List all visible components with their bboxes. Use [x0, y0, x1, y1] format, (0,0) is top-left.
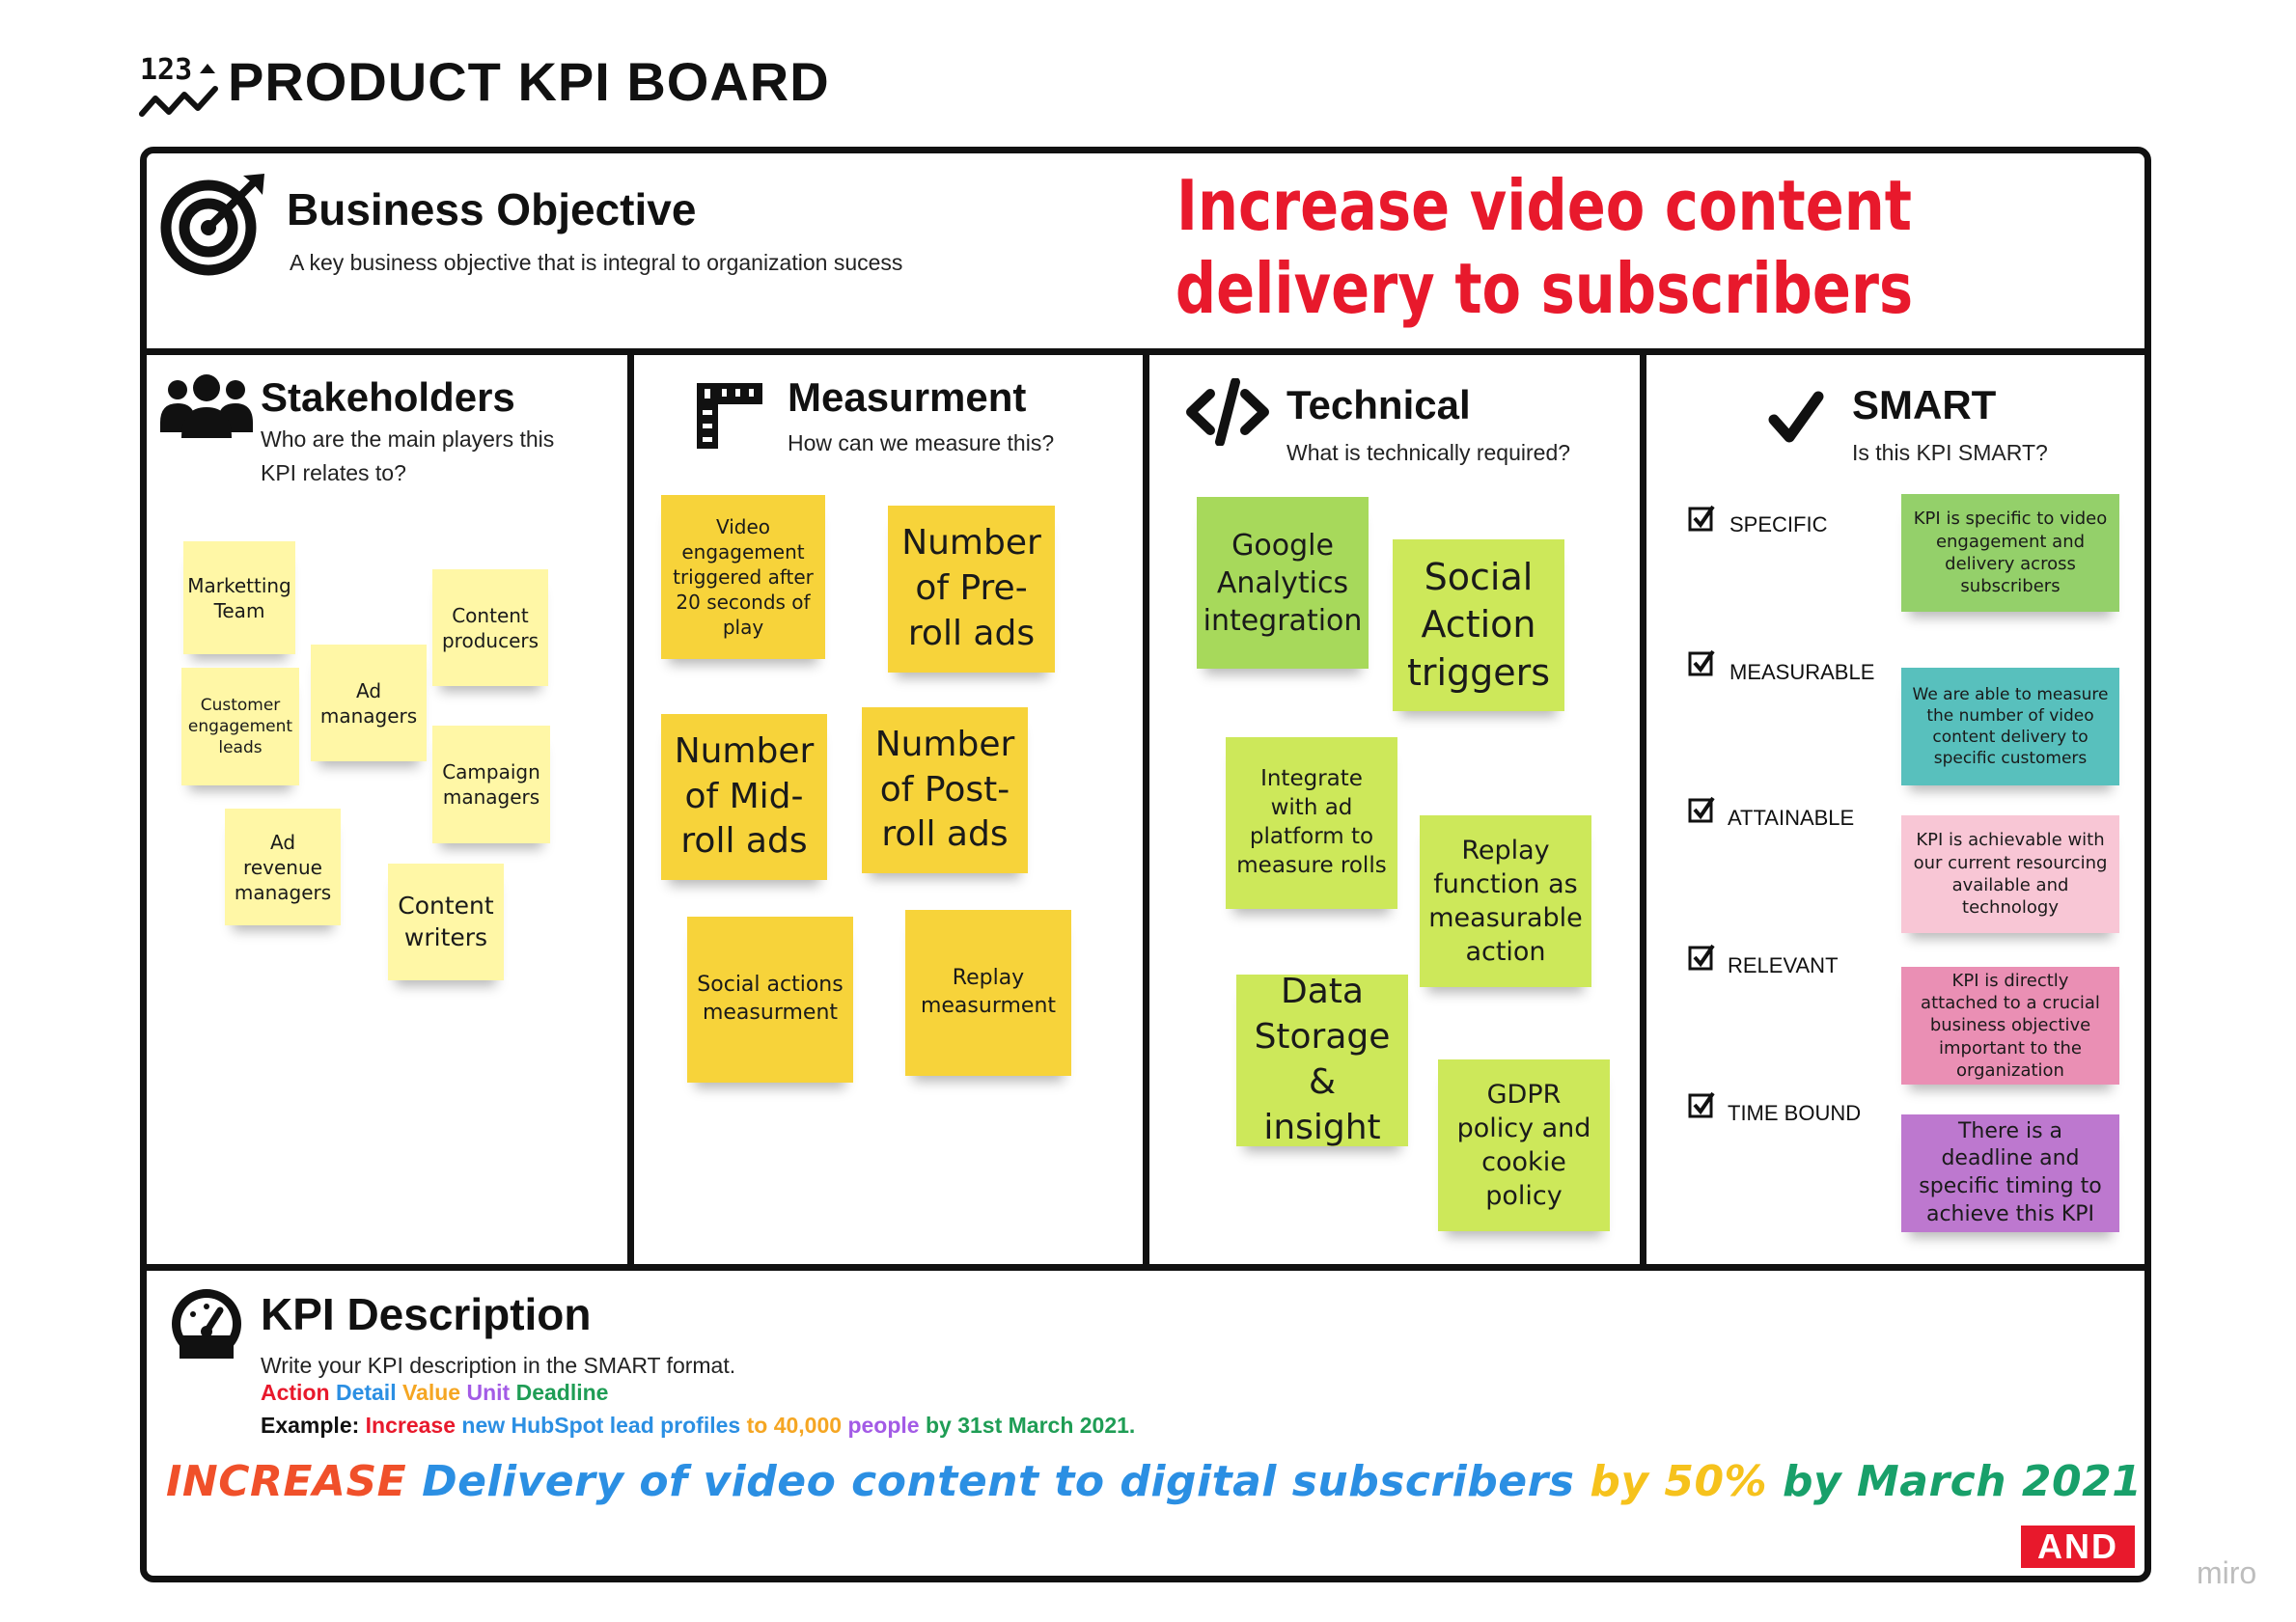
example-action: Increase	[365, 1413, 456, 1438]
sticky-note[interactable]: Social Action triggers	[1393, 539, 1564, 711]
sticky-note[interactable]: Number of Post-roll ads	[862, 707, 1028, 873]
final-action: INCREASE	[166, 1457, 407, 1506]
divider-col-1	[627, 348, 634, 1271]
board-frame	[140, 147, 2151, 1582]
smart-label: SPECIFIC	[1729, 512, 1828, 536]
smart-subtitle: Is this KPI SMART?	[1852, 440, 2048, 465]
legend-detail: Detail	[335, 1380, 397, 1405]
speedometer-icon	[168, 1285, 245, 1367]
example-value: to 40,000	[746, 1413, 843, 1438]
example-label: Example:	[261, 1413, 360, 1438]
smart-note[interactable]: KPI is achievable with our current resou…	[1901, 815, 2119, 933]
sticky-note[interactable]: Ad revenue managers	[225, 809, 341, 925]
sticky-note[interactable]: Integrate with ad platform to measure ro…	[1226, 737, 1397, 909]
objective-title: Business Objective	[287, 184, 697, 234]
stakeholders-subtitle-1: Who are the main players this	[261, 426, 555, 452]
stakeholders-subtitle-2: KPI relates to?	[261, 460, 406, 485]
sticky-note[interactable]: Campaign managers	[432, 726, 550, 843]
legend-value: Value	[401, 1380, 461, 1405]
smart-label: MEASURABLE	[1729, 660, 1875, 684]
checkbox-measurable[interactable]	[1688, 649, 1715, 681]
smart-label: ATTAINABLE	[1728, 806, 1855, 830]
example-unit: people	[847, 1413, 920, 1438]
sticky-note[interactable]: Ad managers	[311, 645, 427, 761]
icon-number-text: 123	[140, 53, 192, 87]
stakeholders-title: Stakeholders	[261, 374, 515, 420]
sticky-note[interactable]: Marketting Team	[183, 541, 295, 654]
checkbox-time-bound[interactable]	[1688, 1091, 1715, 1123]
legend-unit: Unit	[466, 1380, 511, 1405]
code-icon	[1183, 377, 1272, 451]
divider-col-2	[1143, 348, 1149, 1271]
miro-watermark: miro	[2197, 1555, 2257, 1590]
sticky-note[interactable]: Content producers	[432, 569, 548, 686]
sticky-note[interactable]: Social actions measurment	[687, 917, 853, 1083]
smart-label: RELEVANT	[1728, 953, 1839, 977]
smart-note[interactable]: We are able to measure the number of vid…	[1901, 668, 2119, 785]
people-group-icon	[158, 372, 255, 445]
final-deadline: by March 2021	[1782, 1457, 2143, 1506]
legend-action: Action	[261, 1380, 330, 1405]
sticky-note[interactable]: GDPR policy and cookie policy	[1438, 1059, 1610, 1231]
smart-title: SMART	[1852, 382, 1997, 427]
sticky-note[interactable]: Video engagement triggered after 20 seco…	[661, 495, 825, 659]
example-detail: new HubSpot lead profiles	[461, 1413, 741, 1438]
and-logo: AND	[2021, 1526, 2135, 1568]
objective-statement: Increase video content delivery to subsc…	[1175, 165, 1914, 329]
final-detail: Delivery of video content to digital sub…	[422, 1457, 1575, 1506]
sticky-note[interactable]: Content writers	[388, 864, 504, 980]
sticky-note[interactable]: Replay function as measurable action	[1420, 815, 1591, 987]
smart-note[interactable]: KPI is specific to video engagement and …	[1901, 494, 2119, 612]
target-icon	[160, 170, 268, 283]
kpi-final-statement: INCREASE Delivery of video content to di…	[166, 1457, 2142, 1506]
checkbox-specific[interactable]	[1688, 505, 1715, 536]
technical-subtitle: What is technically required?	[1286, 440, 1571, 465]
smart-label: TIME BOUND	[1728, 1101, 1862, 1125]
objective-subtitle: A key business objective that is integra…	[290, 250, 903, 275]
divider-col-3	[1640, 348, 1646, 1271]
sticky-note[interactable]: Number of Pre-roll ads	[888, 506, 1055, 673]
sticky-note[interactable]: Customer engagement leads	[181, 668, 299, 785]
final-value: by 50%	[1590, 1457, 1768, 1506]
kpi-example: Example: Increase new HubSpot lead profi…	[261, 1413, 1135, 1439]
board-title: PRODUCT KPI BOARD	[228, 51, 830, 112]
ruler-icon	[695, 381, 764, 455]
kpi-subtitle: Write your KPI description in the SMART …	[261, 1353, 736, 1378]
sticky-note[interactable]: Number of Mid-roll ads	[661, 714, 827, 880]
kpi-chart-icon: 123	[138, 50, 221, 127]
checkbox-relevant[interactable]	[1688, 944, 1715, 976]
measurement-title: Measurment	[788, 374, 1027, 420]
legend-deadline: Deadline	[515, 1380, 609, 1405]
check-icon	[1768, 391, 1824, 452]
smart-note[interactable]: There is a deadline and specific timing …	[1901, 1114, 2119, 1232]
sticky-note[interactable]: Replay measurment	[905, 910, 1071, 1076]
measurement-subtitle: How can we measure this?	[788, 430, 1055, 455]
technical-title: Technical	[1286, 382, 1471, 427]
smart-note[interactable]: KPI is directly attached to a crucial bu…	[1901, 967, 2119, 1085]
sticky-note[interactable]: Google Analytics integration	[1197, 497, 1369, 669]
kpi-legend: Action Detail Value Unit Deadline	[261, 1380, 608, 1406]
checkbox-attainable[interactable]	[1688, 796, 1715, 828]
example-deadline: by 31st March 2021.	[925, 1413, 1136, 1438]
sticky-note[interactable]: Data Storage & insight	[1236, 972, 1408, 1147]
kpi-title: KPI Description	[261, 1289, 592, 1339]
